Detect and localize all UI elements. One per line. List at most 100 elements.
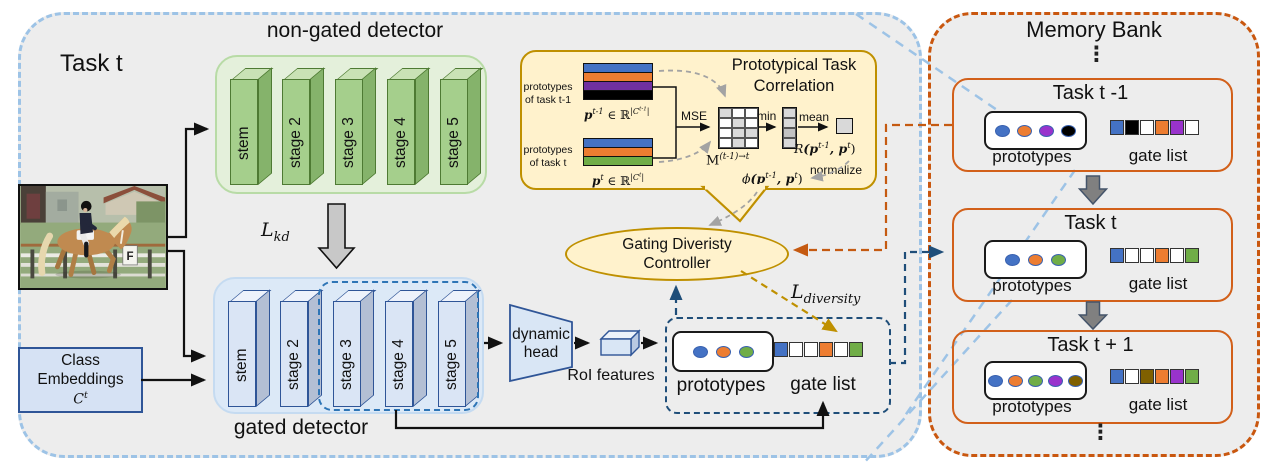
r-score-label: R(pt-1, pt) (794, 141, 856, 157)
prev-prototype-stripes (583, 63, 653, 100)
gate-list (774, 342, 863, 357)
memory-task-next-prototypes (984, 361, 1087, 400)
kd-loss-label: Lkd (261, 219, 290, 245)
gate-cell (1125, 369, 1139, 384)
normalize-label: normalize (810, 163, 863, 177)
stage-label: stem (233, 348, 250, 382)
matrix-cell (732, 118, 745, 128)
prototype-dot (1028, 253, 1043, 266)
stage-label: stem (235, 126, 252, 160)
matrix-cell (719, 108, 732, 118)
memory-task-next-title: Task t + 1 (1047, 334, 1134, 356)
gate-cell (1170, 369, 1184, 384)
gate-cell (1140, 120, 1154, 135)
gate-cell (1155, 248, 1169, 263)
gate-cell (834, 342, 848, 357)
task-region-title: Task t (60, 50, 123, 77)
memory-task-prev-prototypes-label: prototypes (992, 147, 1072, 166)
prev-vector-label: pt-1 ∈ ℝ|Ct-1| (584, 106, 650, 122)
prototypes-label: prototypes (676, 375, 766, 396)
memory-task-cur-prototypes-label: prototypes (992, 276, 1072, 295)
stage-bar: stage 2 (280, 289, 324, 408)
gate-cell (804, 342, 818, 357)
bar-front-face: stem (228, 301, 256, 407)
gate-cell (1110, 248, 1124, 263)
stage-bar: stage 3 (334, 67, 379, 186)
gate-cell (789, 342, 803, 357)
gate-cell (1155, 120, 1169, 135)
stage-bar: stage 5 (439, 67, 484, 186)
horse-rider-illustration: F (20, 186, 166, 288)
matrix-label: M(t-1)→t (706, 152, 750, 169)
bar-front-face: stage 2 (280, 301, 309, 407)
min-column-cell (783, 108, 796, 118)
matrix-cell (745, 118, 758, 128)
memory-task-cur-title: Task t (1064, 212, 1117, 234)
prototype-dot (1051, 253, 1066, 266)
svg-text:F: F (127, 251, 134, 263)
memory-task-next-prototypes-label: prototypes (992, 397, 1072, 416)
bar-front-face: stage 3 (332, 301, 361, 407)
gate-cell (1140, 248, 1154, 263)
bar-side-face (309, 67, 324, 185)
prototype-dot (738, 345, 754, 358)
gate-list-label: gate list (790, 374, 856, 395)
min-column-cell (783, 128, 796, 138)
gated-detector-title: gated detector (233, 416, 369, 439)
gate-cell (1185, 248, 1199, 263)
bar-front-face: stem (230, 79, 258, 185)
bar-front-face: stage 5 (439, 79, 468, 185)
dynamic-head-label: dynamic head (512, 326, 570, 361)
memory-task-cur-prototypes (984, 240, 1087, 279)
matrix-cell (732, 108, 745, 118)
gate-cell (1125, 120, 1139, 135)
bar-front-face: stage 2 (282, 79, 311, 185)
gate-cell (1185, 369, 1199, 384)
stage-bar: stage 4 (387, 67, 431, 186)
bar-front-face: stage 4 (385, 301, 414, 407)
prototype-stripe (583, 90, 653, 100)
class-embeddings-symbol: Ct (73, 389, 88, 408)
prototype-stripe (583, 156, 653, 166)
prototype-dot (1061, 124, 1076, 137)
class-embeddings-line2: Embeddings (37, 371, 124, 389)
memory-task-prev-gate-list (1110, 120, 1199, 135)
mean-result-cell (836, 118, 853, 134)
ellipsis-top: ⋮ (1086, 42, 1107, 66)
gate-cell (1170, 120, 1184, 135)
prototype-dot (1008, 374, 1023, 387)
memory-task-card-prev (952, 78, 1233, 172)
memory-bank-title: Memory Bank (1026, 17, 1162, 42)
matrix-cell (719, 118, 732, 128)
gate-cell (774, 342, 788, 357)
non-gated-detector-title: non-gated detector (266, 19, 444, 42)
mean-label: mean (799, 110, 830, 124)
matrix-cell (745, 138, 758, 148)
diversity-loss-label: Ldiversity (791, 281, 861, 307)
cur-vector-label: pt ∈ ℝ|Ct| (592, 172, 645, 188)
gate-cell (1110, 369, 1124, 384)
bar-side-face (255, 289, 270, 407)
memory-task-prev-title: Task t -1 (1052, 82, 1129, 104)
matrix-cell (745, 108, 758, 118)
cur-prototype-stripes (583, 138, 653, 166)
prototypes-box (672, 331, 774, 372)
stage-label: stage 3 (339, 117, 357, 169)
dressage-marker: F (122, 245, 138, 266)
gate-cell (1140, 369, 1154, 384)
stage-label: stage 5 (444, 117, 462, 169)
memory-task-prev-gate-label: gate list (1128, 146, 1188, 165)
mse-label: MSE (681, 109, 708, 123)
prototype-dot (1005, 253, 1020, 266)
prototype-dot (715, 345, 731, 358)
matrix-cell (732, 138, 745, 148)
stage-bar: stem (230, 67, 274, 186)
stage-label: stage 4 (392, 117, 410, 169)
gate-cell (1185, 120, 1199, 135)
gate-cell (1170, 248, 1184, 263)
gating-diversity-controller: Gating Diveristy Controller (565, 227, 789, 281)
stage-bar: stage 4 (385, 289, 429, 408)
stage-label: stage 2 (285, 339, 303, 391)
